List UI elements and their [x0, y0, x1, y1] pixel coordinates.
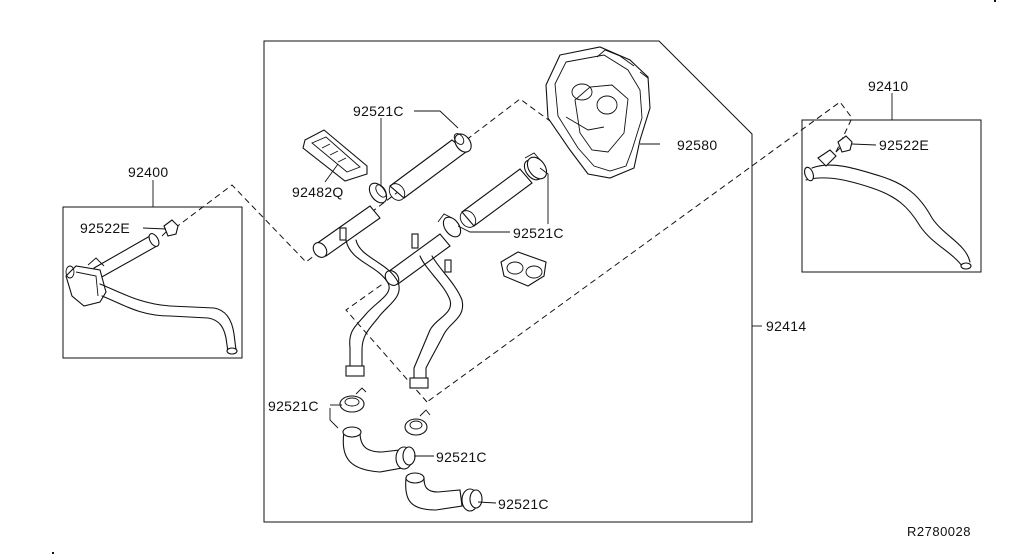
- corner-mark-top: [994, 0, 996, 2]
- twin-pipe-assembly: [312, 205, 464, 389]
- dashed-connection-lines: [174, 98, 853, 403]
- spring-clip: [500, 251, 547, 287]
- clip-92522E-left: [161, 219, 179, 237]
- label-92521C-left: 92521C: [268, 398, 319, 414]
- diagram-reference-code: R2780028: [907, 524, 971, 539]
- label-92410: 92410: [868, 78, 908, 94]
- pipe-upper: [388, 133, 472, 201]
- hose-lower-left: [342, 426, 416, 473]
- clip-92522E-right: [835, 135, 853, 153]
- hose-assembly-92400: [65, 233, 238, 355]
- label-92521C-lower: 92521C: [436, 449, 487, 465]
- clamp-upper-a: [368, 182, 388, 204]
- corner-mark-bottom: [52, 552, 54, 554]
- group-box-92414: [263, 40, 753, 523]
- label-92521C-top: 92521C: [353, 103, 404, 119]
- group-box-92400: [62, 206, 243, 359]
- group-box-92410: [801, 119, 982, 273]
- clamp-middle: [437, 213, 462, 238]
- leader-lines: [142, 93, 893, 504]
- label-92400: 92400: [128, 164, 168, 180]
- label-92521C-mid: 92521C: [513, 225, 564, 241]
- label-92482Q: 92482Q: [292, 184, 344, 200]
- label-92521C-bottom: 92521C: [498, 496, 549, 512]
- label-92580: 92580: [677, 137, 717, 153]
- label-92522E-right: 92522E: [879, 137, 929, 153]
- clamp-lower-left: [339, 387, 367, 413]
- label-92522E-left: 92522E: [80, 220, 130, 236]
- heater-valve-92580: [545, 46, 651, 179]
- clamp-lower-right: [404, 409, 431, 436]
- clamp-upper-b: [526, 156, 548, 180]
- foam-gasket-92482Q: [302, 129, 368, 182]
- hose-assembly-92410: [803, 149, 972, 270]
- hose-lower-right: [405, 472, 483, 512]
- label-92414: 92414: [766, 318, 806, 334]
